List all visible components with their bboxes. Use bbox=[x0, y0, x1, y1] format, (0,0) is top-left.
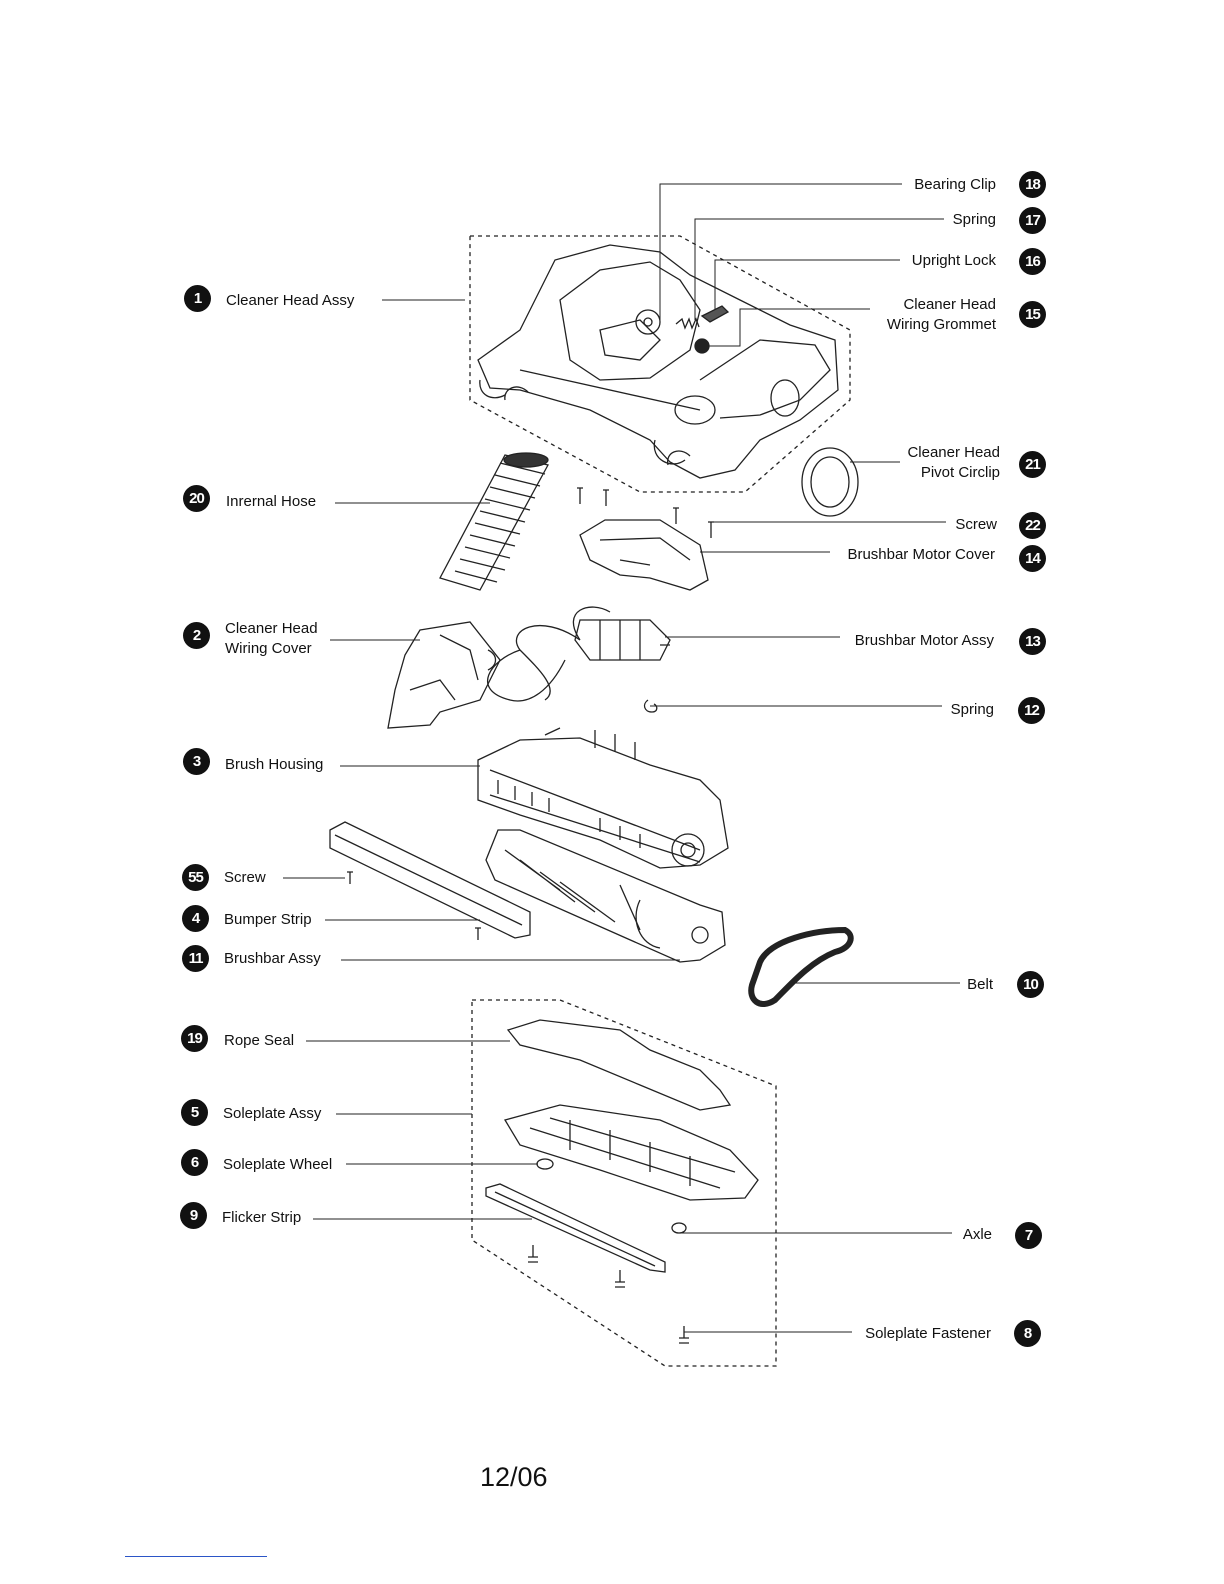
spring-17-part bbox=[675, 317, 700, 330]
callout-badge-20: 20 bbox=[183, 485, 210, 512]
soleplate-group-outline bbox=[471, 999, 777, 1367]
soleplate-assy-part bbox=[504, 1104, 759, 1201]
belt-part bbox=[748, 926, 854, 1007]
callout-badge-9: 9 bbox=[180, 1202, 207, 1229]
callout-badge-14: 14 bbox=[1019, 545, 1046, 572]
label-axle: Axle bbox=[962, 1226, 992, 1243]
label-spring-12: Spring bbox=[950, 701, 994, 718]
callout-badge-18: 18 bbox=[1019, 171, 1046, 198]
label-soleplate-assy: Soleplate Assy bbox=[223, 1105, 322, 1122]
callout-badge-1: 1 bbox=[184, 285, 211, 312]
cleaner-head-group-outline bbox=[469, 235, 851, 493]
callout-badge-16: 16 bbox=[1019, 248, 1046, 275]
label-wiring-cover-line1: Cleaner Head bbox=[225, 620, 318, 637]
rope-seal-part bbox=[506, 1019, 732, 1111]
soleplate-fasteners-part bbox=[528, 1245, 689, 1344]
callout-badge-3: 3 bbox=[183, 748, 210, 775]
label-brushbar-motor-assy: Brushbar Motor Assy bbox=[854, 632, 994, 649]
callout-badge-7: 7 bbox=[1015, 1222, 1042, 1249]
label-screw-22: Screw bbox=[955, 516, 997, 533]
callout-badge-17: 17 bbox=[1019, 207, 1046, 234]
label-bumper-strip: Bumper Strip bbox=[224, 911, 312, 928]
pivot-circlip-part bbox=[801, 447, 859, 517]
page-number: 12/06 bbox=[480, 1462, 548, 1492]
brushbar-assy-part bbox=[485, 829, 726, 963]
callout-badge-12: 12 bbox=[1018, 697, 1045, 724]
label-wiring-grommet-line1: Cleaner Head bbox=[903, 296, 996, 313]
screws-22-part bbox=[577, 487, 714, 538]
label-wiring-cover-line2: Wiring Cover bbox=[225, 640, 312, 657]
wiring-cover-part bbox=[387, 621, 501, 729]
label-pivot-circlip-line2: Pivot Circlip bbox=[920, 464, 1000, 481]
label-internal-hose: Inrernal Hose bbox=[226, 493, 317, 510]
callout-badge-13: 13 bbox=[1019, 628, 1046, 655]
label-rope-seal: Rope Seal bbox=[224, 1032, 295, 1049]
label-belt: Belt bbox=[967, 976, 993, 993]
label-cleaner-head-assy: Cleaner Head Assy bbox=[226, 292, 355, 309]
cleaner-head-assy-part bbox=[477, 244, 839, 479]
flicker-strip-part bbox=[485, 1183, 666, 1273]
internal-hose-part bbox=[439, 452, 549, 591]
label-flicker-strip: Flicker Strip bbox=[222, 1209, 302, 1226]
spring-12-part bbox=[643, 699, 658, 713]
label-bearing-clip: Bearing Clip bbox=[914, 176, 996, 193]
callout-badge-19: 19 bbox=[181, 1025, 208, 1052]
label-wiring-grommet-line2: Wiring Grommet bbox=[886, 316, 996, 333]
callout-badge-21: 21 bbox=[1019, 451, 1046, 478]
callout-badge-2: 2 bbox=[183, 622, 210, 649]
brushbar-motor-assy-part bbox=[487, 606, 671, 702]
brushbar-motor-cover-part bbox=[579, 519, 709, 591]
callout-badge-10: 10 bbox=[1017, 971, 1044, 998]
label-upright-lock: Upright Lock bbox=[911, 252, 996, 269]
label-spring-17: Spring bbox=[952, 211, 996, 228]
brush-housing-part bbox=[477, 727, 729, 869]
soleplate-wheel-part bbox=[536, 1158, 554, 1170]
label-soleplate-wheel: Soleplate Wheel bbox=[223, 1156, 333, 1173]
label-brush-housing: Brush Housing bbox=[225, 756, 324, 773]
label-pivot-circlip-line1: Cleaner Head bbox=[907, 444, 1000, 461]
label-screw-55: Screw bbox=[224, 869, 266, 886]
label-brushbar-motor-cover: Brushbar Motor Cover bbox=[847, 546, 995, 563]
callout-badge-5: 5 bbox=[181, 1099, 208, 1126]
callout-badge-8: 8 bbox=[1014, 1320, 1041, 1347]
bumper-strip-part bbox=[329, 821, 531, 939]
leader-lines bbox=[283, 183, 960, 1333]
label-soleplate-fastener: Soleplate Fastener bbox=[865, 1325, 991, 1342]
screws-55-part bbox=[347, 871, 481, 940]
callout-badge-22: 22 bbox=[1019, 512, 1046, 539]
axle-part bbox=[671, 1222, 687, 1234]
label-brushbar-assy: Brushbar Assy bbox=[224, 950, 321, 967]
callout-badge-11: 11 bbox=[182, 945, 209, 972]
callout-badge-55: 55 bbox=[182, 864, 209, 891]
callout-badge-4: 4 bbox=[182, 905, 209, 932]
callout-badge-6: 6 bbox=[181, 1149, 208, 1176]
callout-badge-15: 15 bbox=[1019, 301, 1046, 328]
footer-rule bbox=[125, 1556, 267, 1557]
